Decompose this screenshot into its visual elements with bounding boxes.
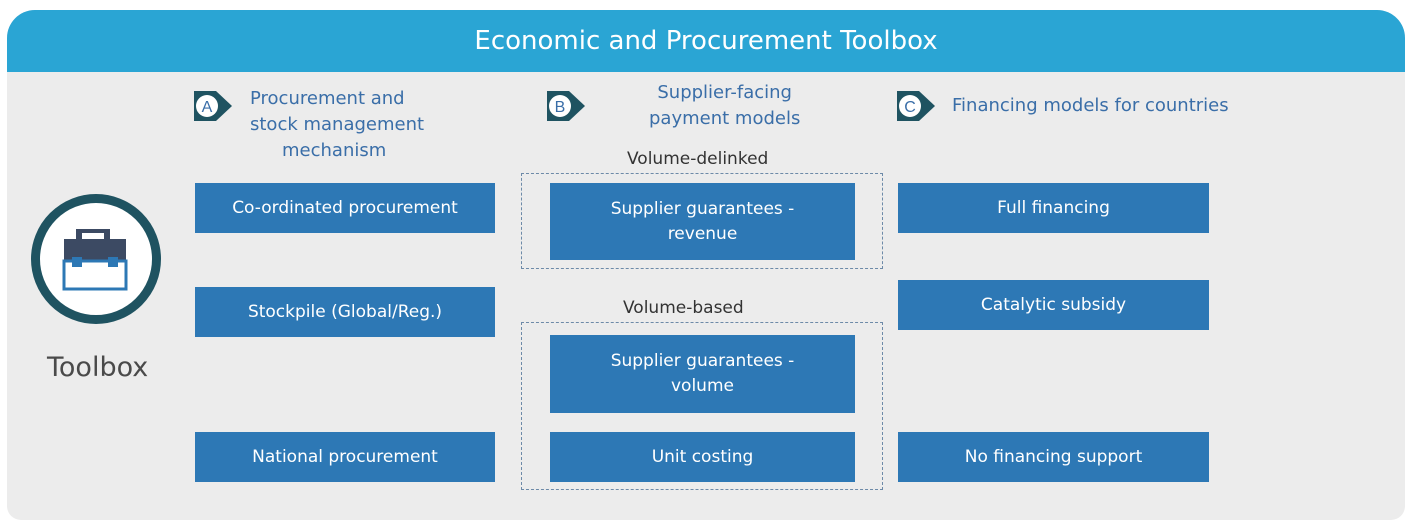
group-label-volume-delinked: Volume-delinked bbox=[627, 149, 769, 169]
col-c-heading: Financing models for countries bbox=[952, 95, 1229, 116]
toolbox-circle bbox=[31, 194, 161, 324]
box-line: volume bbox=[671, 376, 734, 396]
marker-a-letter: A bbox=[202, 99, 213, 116]
marker-a-icon: A bbox=[194, 91, 232, 121]
box-line: Supplier guarantees - bbox=[610, 351, 795, 371]
briefcase-icon bbox=[62, 229, 128, 291]
col-a-heading: Procurement and stock management mechani… bbox=[250, 86, 424, 164]
marker-b-letter: B bbox=[555, 99, 566, 116]
group-volume-based bbox=[521, 322, 883, 490]
col-a-heading-line: Procurement and bbox=[250, 88, 405, 109]
group-volume-delinked bbox=[521, 173, 883, 269]
box-full-financing: Full financing bbox=[898, 183, 1209, 233]
col-b-heading-line: payment models bbox=[649, 108, 801, 129]
box-line: revenue bbox=[667, 223, 738, 244]
marker-c-letter: C bbox=[904, 99, 916, 116]
box-supplier-guarantees-revenue: Supplier guarantees - revenue bbox=[550, 183, 855, 260]
marker-b-icon: B bbox=[547, 91, 585, 121]
box-stockpile: Stockpile (Global/Reg.) bbox=[195, 287, 495, 337]
box-catalytic-subsidy: Catalytic subsidy bbox=[898, 280, 1209, 330]
col-b-heading-line: Supplier-facing bbox=[657, 82, 792, 103]
toolbox-label: Toolbox bbox=[47, 352, 149, 383]
box-unit-costing: Unit costing bbox=[550, 432, 855, 482]
group-label-volume-based: Volume-based bbox=[623, 298, 744, 318]
marker-c-icon: C bbox=[897, 91, 935, 121]
col-a-heading-line: stock management bbox=[250, 114, 425, 135]
box-no-financing-support: No financing support bbox=[898, 432, 1209, 482]
col-a-heading-line: mechanism bbox=[282, 140, 387, 161]
box-line: Supplier guarantees - bbox=[610, 198, 795, 219]
col-b-heading: Supplier-facing payment models bbox=[649, 80, 800, 132]
toolbox-panel: Economic and Procurement Toolbox Toolbox… bbox=[7, 10, 1405, 520]
box-supplier-guarantees-volume: Supplier guarantees - volume bbox=[550, 335, 855, 413]
box-national-procurement: National procurement bbox=[195, 432, 495, 482]
banner-title: Economic and Procurement Toolbox bbox=[7, 10, 1405, 72]
box-coordinated-procurement: Co-ordinated procurement bbox=[195, 183, 495, 233]
